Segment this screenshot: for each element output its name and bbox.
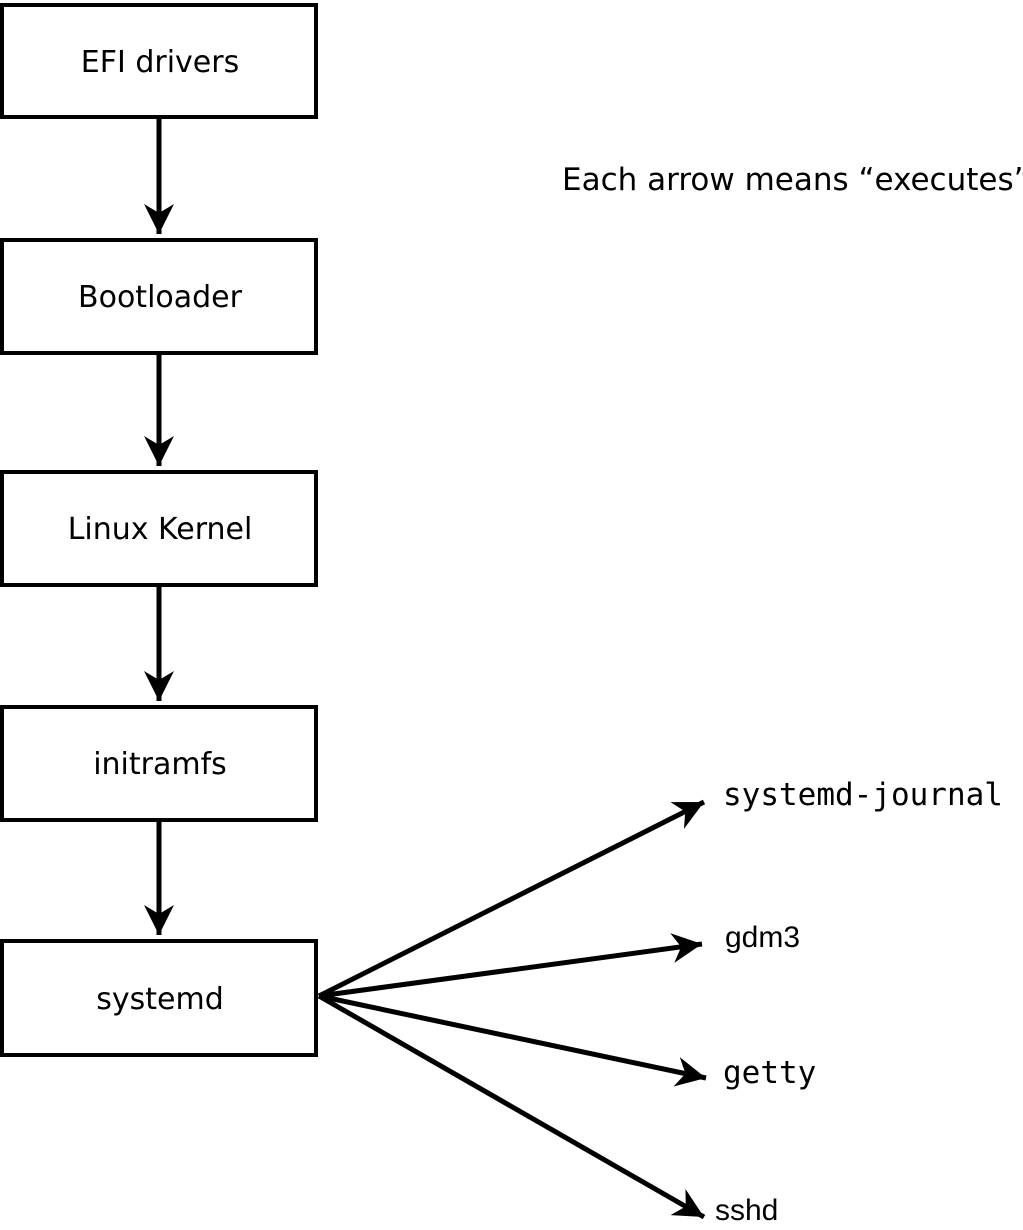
target-label-gdm3: gdm3: [725, 921, 800, 954]
node-box-efi-drivers: [0, 3, 318, 119]
node-label-bootloader: Bootloader: [78, 280, 243, 315]
node-box-initramfs: [0, 705, 318, 822]
arrow-meaning-note: Each arrow means “executes”.: [562, 162, 1023, 198]
node-label-efi-drivers: EFI drivers: [81, 45, 239, 80]
arrow-systemd-to-sshd: [317, 993, 706, 1220]
target-label-getty: getty: [723, 1055, 816, 1091]
arrow-systemd-to-getty: [318, 993, 707, 1087]
target-label-systemd-journal: systemd-journal: [723, 777, 1003, 813]
arrow-systemd-to-systemd-journal: [317, 799, 706, 999]
target-label-sshd: sshd: [715, 1194, 778, 1227]
node-box-bootloader: [0, 238, 318, 355]
node-box-systemd: [0, 939, 318, 1057]
node-label-systemd: systemd: [96, 982, 224, 1017]
arrow-systemd-to-gdm3: [318, 933, 703, 999]
node-label-initramfs: initramfs: [93, 747, 227, 782]
node-box-linux-kernel: [0, 470, 318, 587]
node-label-linux-kernel: Linux Kernel: [68, 512, 253, 547]
